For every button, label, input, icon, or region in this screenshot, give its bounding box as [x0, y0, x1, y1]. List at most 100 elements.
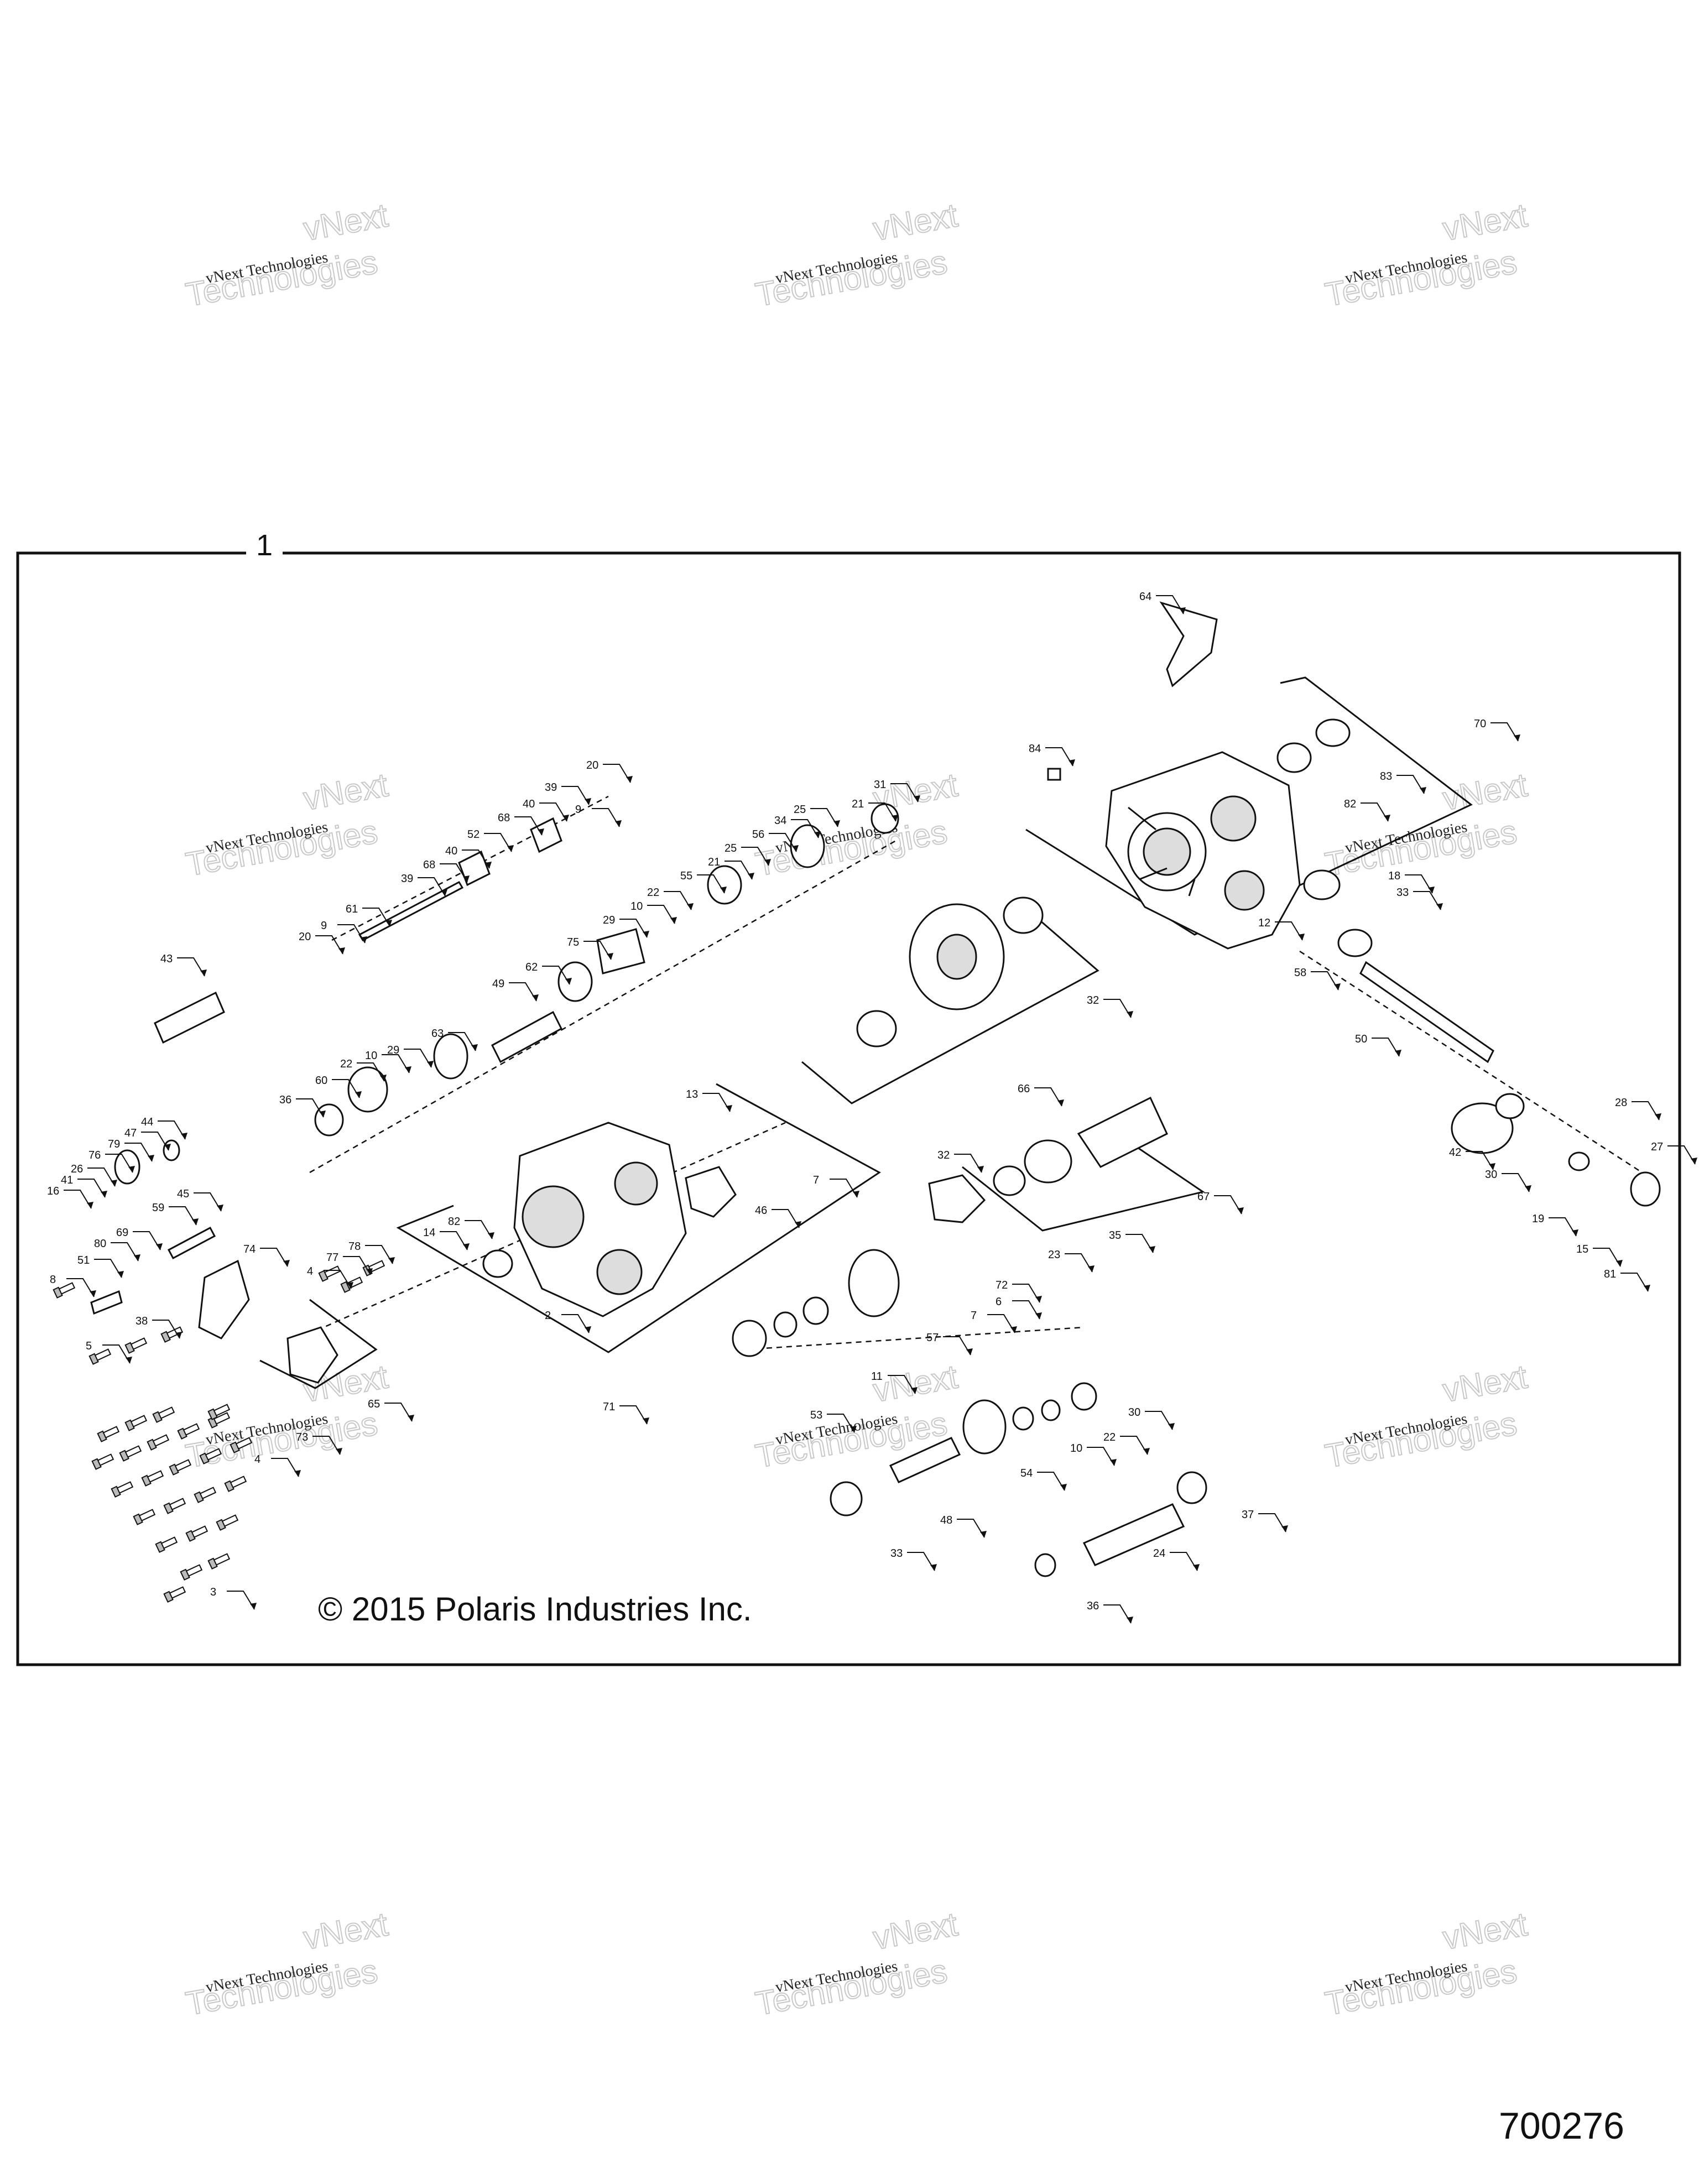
callout-arrowhead — [1035, 1296, 1042, 1302]
callout-number: 25 — [725, 842, 737, 854]
bolt — [133, 1509, 156, 1525]
ring-part — [1012, 1406, 1034, 1431]
mount-bracket-part — [1159, 601, 1218, 687]
bolt — [53, 1282, 76, 1299]
callout-48: 48 — [940, 1514, 987, 1538]
watermark-outline-top: vNext — [301, 766, 391, 817]
callout-29: 29 — [387, 1044, 434, 1068]
ring-part — [802, 1296, 829, 1325]
callout-leader — [124, 1143, 153, 1162]
callout-arrowhead — [615, 820, 622, 827]
callout-arrowhead — [795, 1221, 801, 1228]
ring-part — [1568, 1151, 1590, 1171]
callout-leader — [954, 1154, 982, 1173]
assembly-brackets — [259, 676, 1473, 1389]
callout-leader — [152, 1320, 180, 1339]
bolt — [155, 1536, 178, 1553]
callout-number: 10 — [365, 1050, 377, 1062]
callout-leader — [827, 1414, 855, 1433]
bolt — [230, 1437, 253, 1453]
callout-arrowhead — [930, 1564, 937, 1571]
output-shaft-part — [1359, 961, 1494, 1064]
callout-leader — [1490, 722, 1519, 742]
callout-leader — [1125, 1234, 1154, 1253]
callout-leader — [343, 1256, 371, 1275]
bolt — [180, 1564, 203, 1581]
callout-leader — [77, 1179, 106, 1198]
callout-arrowhead — [833, 820, 840, 827]
callout-36: 36 — [279, 1094, 326, 1118]
ring-part — [1041, 1399, 1061, 1421]
callout-number: 81 — [1604, 1268, 1616, 1280]
gasket-part — [685, 1166, 737, 1218]
bearing-part — [314, 1103, 344, 1137]
pinion-part — [1077, 1096, 1168, 1168]
callout-leader — [133, 1231, 161, 1250]
callout-number: 50 — [1355, 1033, 1367, 1045]
callout-arrowhead — [507, 845, 514, 852]
callout-33: 33 — [890, 1547, 937, 1571]
callout-number: 29 — [387, 1044, 399, 1056]
watermark-outline-top: vNext — [871, 1905, 961, 1957]
ring-part — [773, 1311, 798, 1338]
bolt — [111, 1481, 134, 1498]
callout-number: 28 — [1615, 1097, 1627, 1109]
callout-66: 66 — [1018, 1083, 1064, 1107]
callout-leader — [1466, 1151, 1494, 1170]
fastener-cluster — [53, 1260, 385, 1603]
callout-number: 59 — [152, 1202, 164, 1214]
callout-arrowhead — [1525, 1185, 1531, 1192]
callout-number: 53 — [810, 1409, 822, 1421]
callout-arrowhead — [607, 953, 613, 960]
callout-leader — [830, 1179, 858, 1198]
callout-number: 13 — [686, 1088, 698, 1101]
callout-number: 15 — [1576, 1243, 1588, 1255]
callout-number: 36 — [1087, 1600, 1099, 1612]
callout-arrowhead — [338, 947, 345, 954]
callout-arrowhead — [441, 889, 447, 896]
callout-68: 68 — [423, 859, 470, 883]
callout-leader — [1145, 1411, 1173, 1430]
callout-74: 74 — [243, 1243, 290, 1267]
bracket-pump — [259, 1299, 378, 1389]
callout-leader — [1405, 874, 1433, 894]
output-gear-part — [1451, 1102, 1514, 1154]
callout-22: 22 — [1103, 1431, 1150, 1455]
callout-82: 82 — [448, 1216, 494, 1239]
callout-number: 76 — [88, 1149, 101, 1161]
callout-number: 52 — [467, 828, 480, 841]
callout-number: 5 — [86, 1340, 92, 1352]
watermark-outline-top: vNext — [1440, 1905, 1530, 1957]
callout-leader — [448, 1032, 476, 1051]
callout-arrowhead — [1644, 1285, 1650, 1291]
callout-number: 14 — [423, 1227, 435, 1239]
callout-arrowhead — [1281, 1525, 1288, 1532]
callout-42: 42 — [1449, 1146, 1495, 1170]
plug-part — [1047, 768, 1061, 781]
callout-arrowhead — [1655, 1113, 1661, 1120]
bolt — [88, 1348, 112, 1365]
callout-number: 24 — [1153, 1547, 1165, 1560]
callout-61: 61 — [346, 903, 392, 927]
callout-arrowhead — [892, 815, 898, 821]
bolt — [160, 1326, 184, 1343]
callout-arrowhead — [562, 815, 569, 821]
callout-2: 2 — [545, 1310, 591, 1333]
callout-32: 32 — [1087, 994, 1133, 1018]
shaft-part — [889, 1437, 961, 1483]
callout-arrowhead — [101, 1191, 107, 1197]
callout-19: 19 — [1532, 1213, 1578, 1237]
seal-part — [1315, 718, 1351, 747]
callout-number: 38 — [135, 1315, 148, 1327]
callout-number: 16 — [47, 1185, 59, 1197]
callout-leader — [725, 861, 753, 880]
callout-78: 78 — [348, 1240, 395, 1264]
centerline-shift — [331, 795, 609, 941]
callout-number: 39 — [401, 873, 413, 885]
watermark-outline-top: vNext — [871, 1358, 961, 1409]
callout-45: 45 — [177, 1188, 223, 1212]
callout-number: 68 — [498, 812, 510, 824]
callout-arrowhead — [532, 994, 539, 1001]
callout-leader — [440, 1231, 468, 1250]
